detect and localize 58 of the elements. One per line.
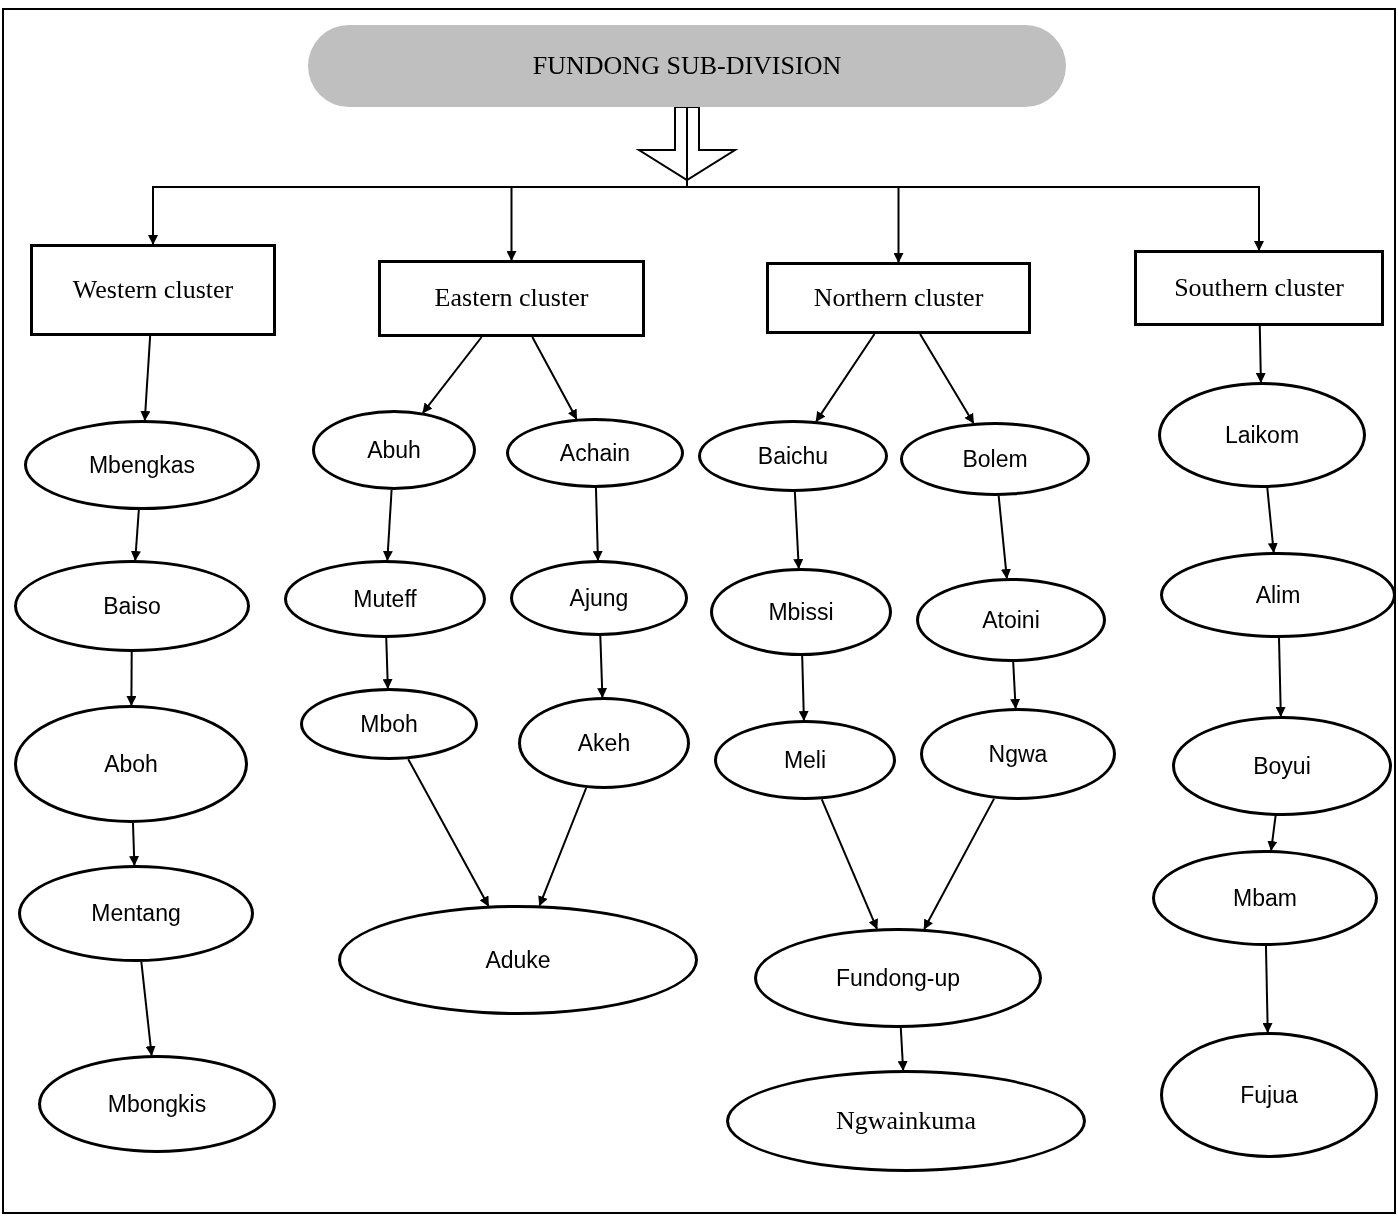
arrow [531,336,578,420]
node-label: Abuh [366,435,422,465]
node-label: Akeh [576,728,632,758]
node-label: Muteff [352,584,418,614]
node-label: Bolem [961,444,1029,474]
node-label: Northern cluster [812,281,985,314]
cluster-box [30,244,276,336]
node-label: Mboh [359,709,419,739]
arrow [820,798,878,930]
arrow [897,1027,908,1071]
arrow [1266,486,1278,554]
node-label: Mbissi [767,597,835,627]
node-label: Southern cluster [1173,271,1345,304]
arrow [1255,325,1266,383]
node-label: Mbongkis [106,1089,208,1119]
arrow [597,635,608,698]
arrow [592,487,603,561]
arrow [538,787,588,907]
arrow [407,758,490,907]
arrow [382,489,393,561]
cluster-box [1134,250,1384,326]
arrow [129,822,140,866]
node-label: Baichu [756,441,830,471]
cluster-box [766,262,1031,334]
node-label: Boyui [1252,751,1312,781]
arrow [140,335,152,421]
arrow [1267,814,1278,852]
node-label: Laikom [1223,420,1301,450]
node-label: Atoini [981,605,1041,635]
node-label: FUNDONG SUB-DIVISION [531,49,843,82]
arrow [1010,661,1021,709]
node-label: Mentang [90,899,182,928]
node-label: Ajung [568,583,630,613]
node-label: Aboh [103,749,159,779]
node-label: Aduke [484,945,552,975]
node-label: Baiso [102,591,162,621]
node-label: Meli [782,745,828,775]
node-label: Achain [558,438,632,468]
arrow [1275,637,1286,717]
node-label: Eastern cluster [433,282,590,315]
node-label: Fujua [1239,1080,1299,1110]
node-label: Alim [1254,580,1302,610]
arrow [798,655,809,721]
node-label: Ngwainkuma [834,1104,978,1137]
arrow [130,509,141,561]
arrow [140,960,156,1057]
node-label: Mbengkas [87,450,197,480]
arrow [997,494,1011,580]
arrow [793,491,804,569]
arrow [919,333,975,424]
cluster-box [378,260,645,337]
arrow [126,651,137,706]
node-label: Ngwa [987,739,1049,769]
arrow [382,637,393,689]
arrow [1262,945,1273,1033]
node-label: Mbam [1232,883,1298,913]
node-label: Fundong-up [834,963,961,993]
node-label: Western cluster [71,273,235,306]
